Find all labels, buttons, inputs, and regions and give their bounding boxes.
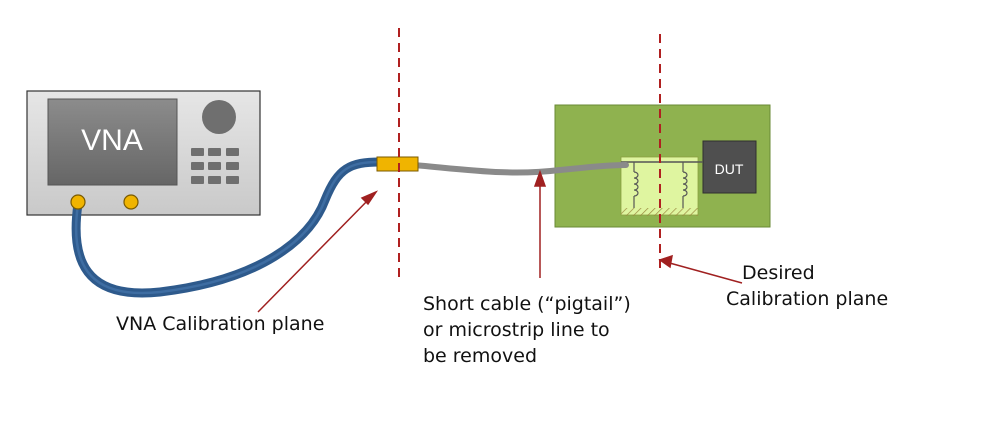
inductor-2-icon — [682, 162, 688, 208]
pigtail-text-line-3: be removed — [423, 345, 537, 367]
vna-screen — [47, 98, 178, 186]
vna-plane-arrow — [257, 195, 373, 313]
inductor-1-icon — [633, 162, 639, 208]
pigtail-cable — [411, 162, 629, 176]
dut-box — [702, 140, 757, 194]
pigtail-text-line-1: Short cable (“pigtail”) — [423, 293, 631, 315]
connector — [376, 156, 419, 172]
vna-port-2 — [123, 194, 139, 210]
vna-ports — [70, 194, 139, 210]
vna-plane-text: VNA Calibration plane — [116, 313, 325, 335]
vna-instrument: VNA — [26, 90, 261, 216]
vna-screen-label: VNA — [81, 124, 143, 157]
vna-calibration-plane-label: VNA Calibration plane — [116, 311, 324, 337]
desired-calibration-plane-label: Desired Calibration plane — [726, 260, 888, 312]
ground-hatch — [621, 208, 698, 216]
pigtail-label: Short cable (“pigtail”) or microstrip li… — [423, 291, 631, 369]
desired-text-line-2: Calibration plane — [726, 288, 889, 310]
desired-text-line-1: Desired — [742, 262, 815, 284]
vna-port-1 — [70, 194, 86, 210]
vna-knob — [202, 100, 236, 134]
dut-label: DUT — [715, 161, 744, 177]
pigtail-text-line-2: or microstrip line to — [423, 319, 610, 341]
desired-plane-arrow — [665, 261, 743, 284]
vna-keypad — [191, 148, 239, 184]
